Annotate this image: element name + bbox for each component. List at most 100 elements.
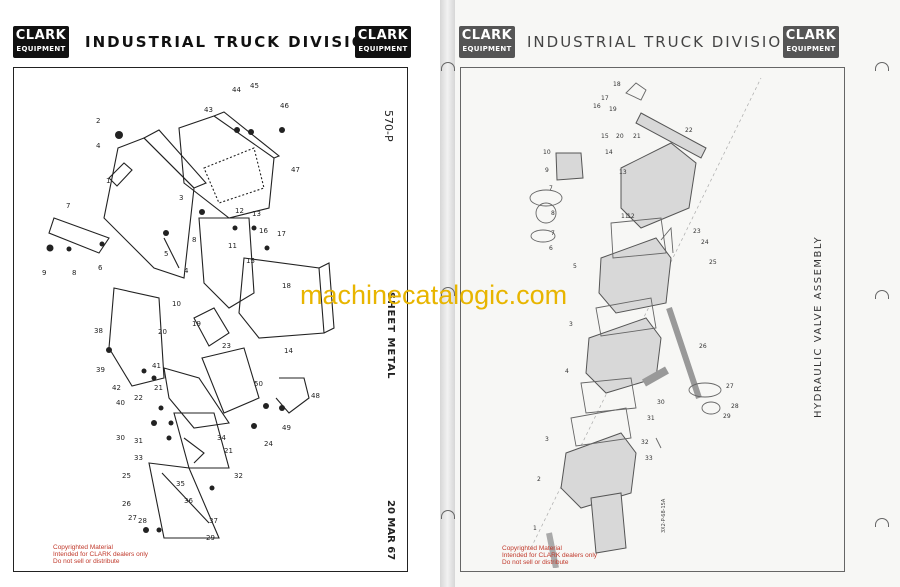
svg-text:33: 33 xyxy=(134,454,143,462)
svg-text:12: 12 xyxy=(627,213,635,220)
svg-text:25: 25 xyxy=(122,472,131,480)
svg-text:11: 11 xyxy=(621,213,629,220)
binding-gutter xyxy=(440,0,455,587)
svg-text:21: 21 xyxy=(633,133,641,140)
svg-text:18: 18 xyxy=(282,282,291,290)
svg-text:28: 28 xyxy=(138,517,147,525)
punch-hole xyxy=(441,287,455,296)
svg-text:3: 3 xyxy=(545,436,549,443)
svg-text:39: 39 xyxy=(96,366,105,374)
svg-text:46: 46 xyxy=(280,102,289,110)
svg-text:26: 26 xyxy=(699,343,707,350)
svg-text:44: 44 xyxy=(232,86,241,94)
svg-text:6: 6 xyxy=(98,264,103,272)
svg-text:49: 49 xyxy=(282,424,291,432)
svg-text:17: 17 xyxy=(277,230,286,238)
svg-text:24: 24 xyxy=(264,440,273,448)
svg-text:7: 7 xyxy=(549,185,553,192)
svg-text:26: 26 xyxy=(122,500,131,508)
svg-text:15: 15 xyxy=(246,257,255,265)
svg-text:7: 7 xyxy=(66,202,70,210)
svg-text:10: 10 xyxy=(543,149,551,156)
svg-text:4: 4 xyxy=(565,368,569,375)
svg-text:9: 9 xyxy=(42,269,46,277)
svg-text:7: 7 xyxy=(551,230,555,237)
svg-text:19: 19 xyxy=(192,320,201,328)
svg-text:24: 24 xyxy=(701,239,709,246)
svg-text:18: 18 xyxy=(613,81,621,88)
svg-text:8: 8 xyxy=(72,269,76,277)
svg-text:6: 6 xyxy=(549,245,553,252)
svg-text:50: 50 xyxy=(254,380,263,388)
watermark-text: machinecatalogic.com xyxy=(300,280,568,310)
svg-text:21: 21 xyxy=(154,384,163,392)
svg-text:34: 34 xyxy=(217,434,226,442)
svg-text:33: 33 xyxy=(645,455,653,462)
svg-text:27: 27 xyxy=(128,514,137,522)
svg-text:8: 8 xyxy=(551,210,555,217)
svg-text:13: 13 xyxy=(619,169,627,176)
svg-text:31: 31 xyxy=(647,415,655,422)
svg-text:10: 10 xyxy=(172,300,181,308)
svg-text:20: 20 xyxy=(158,328,167,336)
right-copyright-note: Copyrighted Material Intended for CLARK … xyxy=(502,545,598,566)
punch-hole xyxy=(875,518,889,527)
svg-text:31: 31 xyxy=(134,437,143,445)
svg-text:38: 38 xyxy=(94,327,103,335)
punch-hole xyxy=(441,510,455,519)
svg-text:1: 1 xyxy=(106,177,110,185)
svg-text:1: 1 xyxy=(533,525,537,532)
svg-text:43: 43 xyxy=(204,106,213,114)
svg-text:22: 22 xyxy=(685,127,693,134)
svg-text:35: 35 xyxy=(176,480,185,488)
right-drawing-frame xyxy=(460,67,845,572)
svg-text:28: 28 xyxy=(731,403,739,410)
svg-text:25: 25 xyxy=(709,259,717,266)
svg-text:41: 41 xyxy=(152,362,161,370)
svg-text:12: 12 xyxy=(235,207,244,215)
svg-text:9: 9 xyxy=(545,167,549,174)
svg-text:45: 45 xyxy=(250,82,259,90)
clark-logo-left-2: CLARK EQUIPMENT xyxy=(355,26,411,58)
svg-text:23: 23 xyxy=(222,342,231,350)
svg-text:42: 42 xyxy=(112,384,121,392)
svg-text:16: 16 xyxy=(259,227,268,235)
svg-text:15: 15 xyxy=(601,133,609,140)
svg-text:29: 29 xyxy=(206,534,215,542)
svg-text:32: 32 xyxy=(641,439,649,446)
svg-text:22: 22 xyxy=(134,394,143,402)
svg-text:19: 19 xyxy=(609,106,617,113)
svg-text:17: 17 xyxy=(601,95,609,102)
svg-text:5: 5 xyxy=(573,263,577,270)
left-copyright-note: Copyrighted Material Intended for CLARK … xyxy=(53,544,149,565)
left-drawing-frame xyxy=(13,67,408,572)
svg-text:27: 27 xyxy=(726,383,734,390)
svg-text:4: 4 xyxy=(184,267,189,275)
clark-logo-right-2: CLARK EQUIPMENT xyxy=(783,26,839,58)
svg-text:3: 3 xyxy=(179,194,183,202)
left-catalog-page: CLARK EQUIPMENT INDUSTRIAL TRUCK DIVISIO… xyxy=(0,0,441,587)
punch-hole xyxy=(875,290,889,299)
clark-logo-right: CLARK EQUIPMENT xyxy=(459,26,515,58)
punch-hole xyxy=(875,62,889,71)
svg-text:47: 47 xyxy=(291,166,300,174)
svg-text:4: 4 xyxy=(96,142,101,150)
svg-text:30: 30 xyxy=(657,399,665,406)
right-header-title: INDUSTRIAL TRUCK DIVISION xyxy=(527,33,796,51)
svg-text:3: 3 xyxy=(569,321,573,328)
svg-text:21: 21 xyxy=(224,447,233,455)
clark-logo-left: CLARK EQUIPMENT xyxy=(13,26,69,58)
right-catalog-page: CLARK EQUIPMENT INDUSTRIAL TRUCK DIVISIO… xyxy=(455,0,900,587)
svg-text:48: 48 xyxy=(311,392,320,400)
svg-text:20: 20 xyxy=(616,133,624,140)
svg-text:14: 14 xyxy=(605,149,613,156)
svg-text:11: 11 xyxy=(228,242,237,250)
svg-text:30: 30 xyxy=(116,434,125,442)
svg-text:16: 16 xyxy=(593,103,601,110)
svg-text:29: 29 xyxy=(723,413,731,420)
punch-hole xyxy=(441,62,455,71)
svg-text:13: 13 xyxy=(252,210,261,218)
svg-text:8: 8 xyxy=(192,236,196,244)
